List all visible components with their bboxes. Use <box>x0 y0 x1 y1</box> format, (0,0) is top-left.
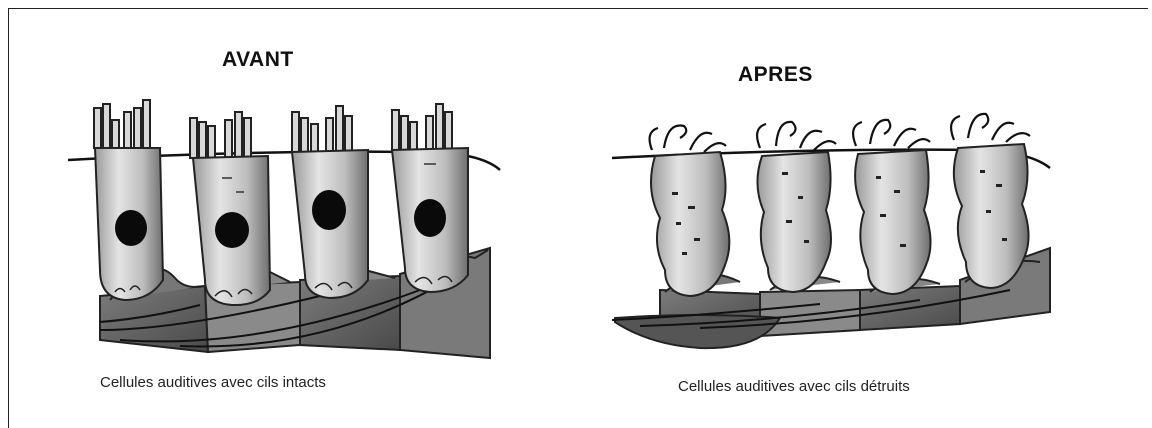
after-caption: Cellules auditives avec cils détruits <box>678 378 910 395</box>
before-hair-cell-4 <box>392 104 468 292</box>
after-hair-cell-1 <box>650 125 730 296</box>
after-panel <box>612 114 1050 348</box>
after-hair-cell-2 <box>757 122 836 292</box>
before-hair-cell-3 <box>292 106 368 298</box>
before-panel <box>68 100 500 358</box>
before-hair-cell-1 <box>94 100 163 300</box>
after-hair-cell-4 <box>951 114 1030 288</box>
before-hair-cell-2 <box>190 112 270 305</box>
after-hair-cell-3 <box>853 120 930 294</box>
before-caption: Cellules auditives avec cils intacts <box>100 374 326 391</box>
